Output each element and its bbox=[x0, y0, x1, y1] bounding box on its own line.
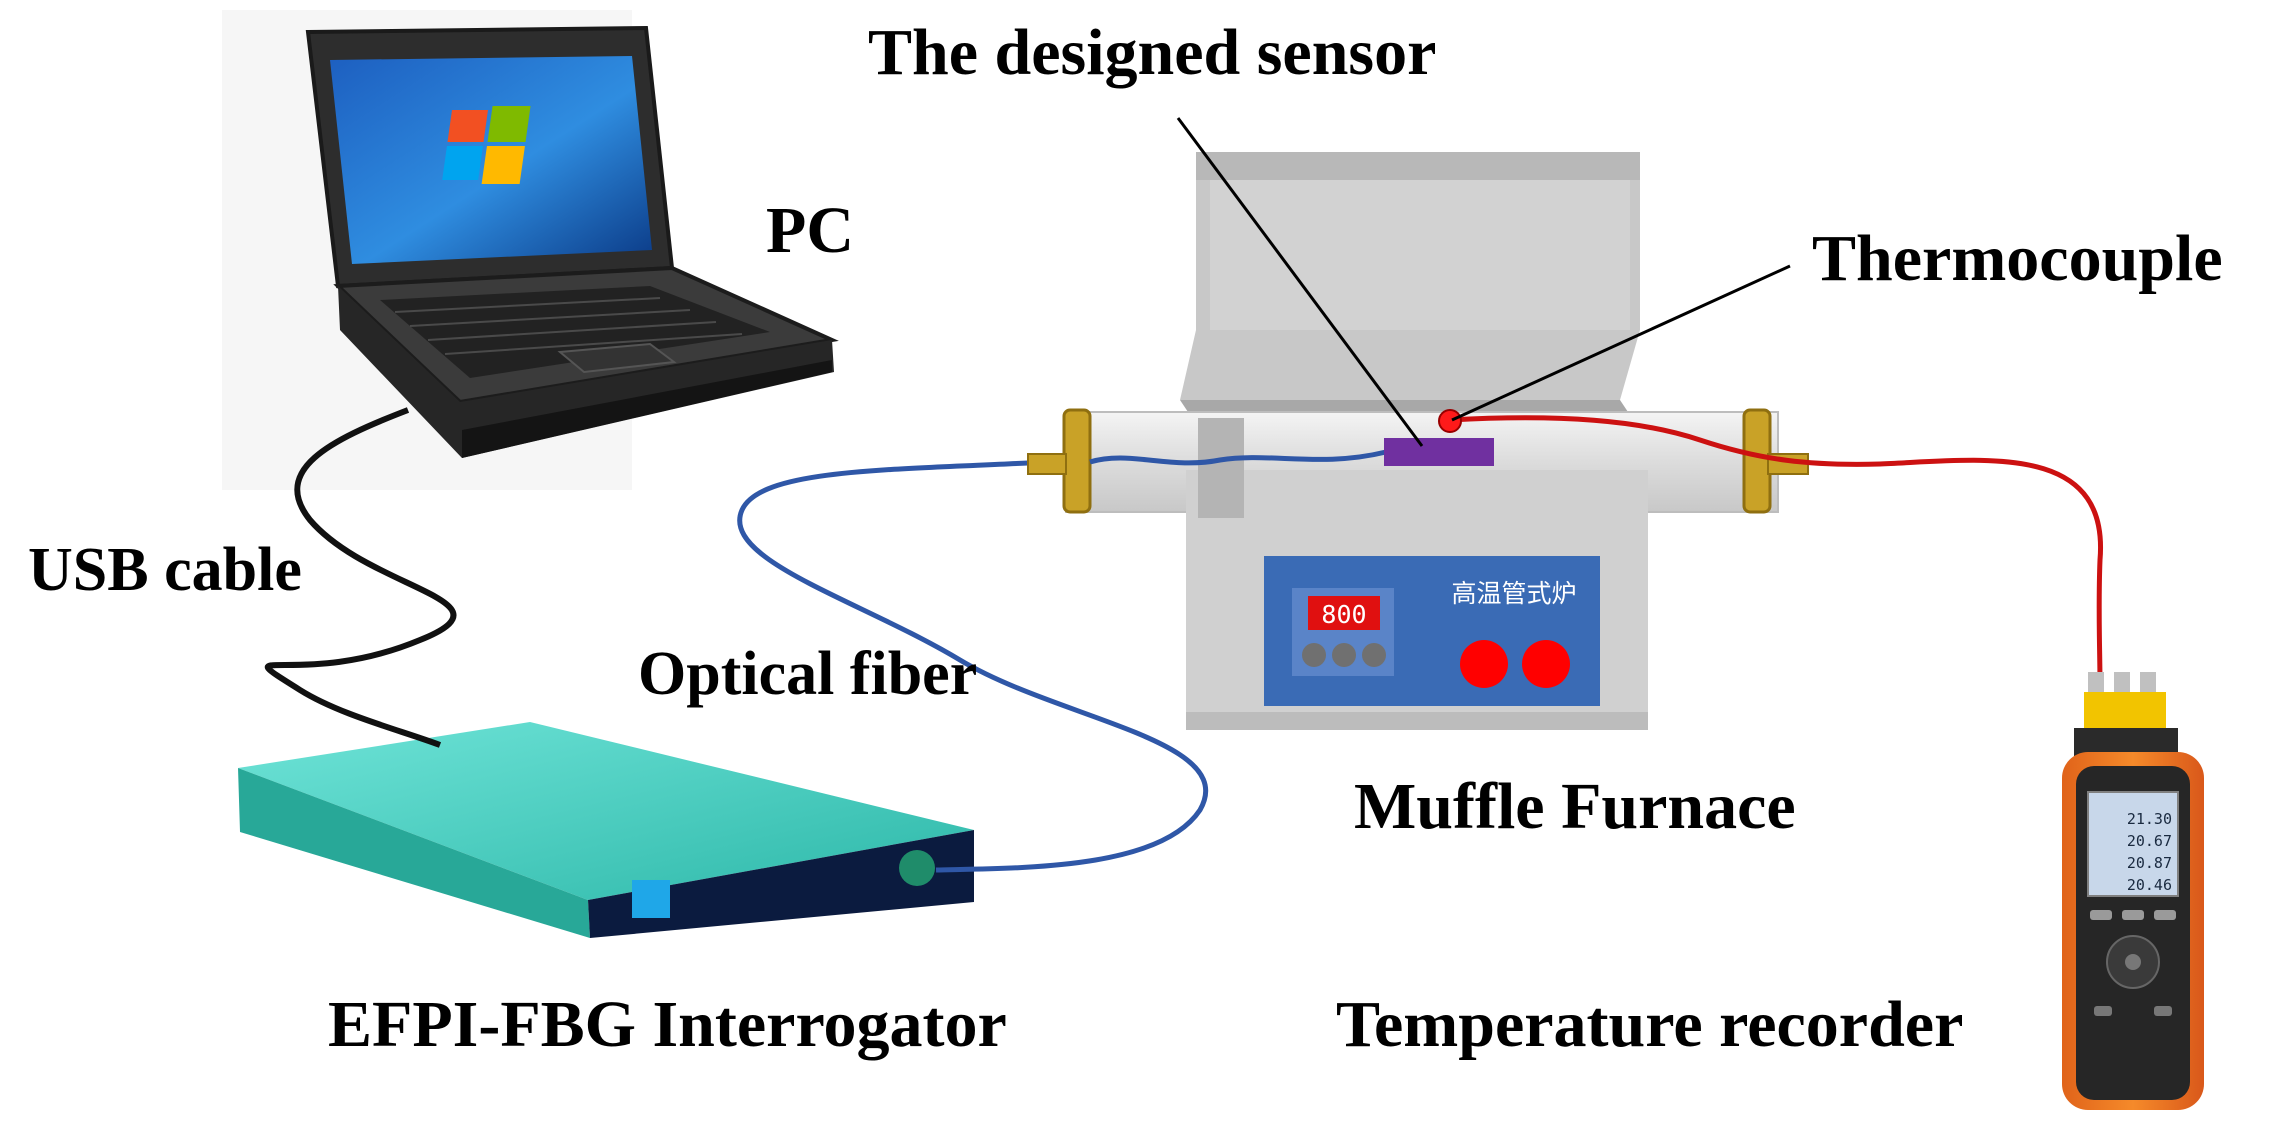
interrogator-device-icon bbox=[238, 722, 974, 938]
optical-fiber-inside-tube bbox=[1089, 449, 1387, 466]
label-temperature-recorder: Temperature recorder bbox=[1336, 988, 1963, 1061]
laptop-icon bbox=[222, 10, 839, 490]
label-pc: PC bbox=[766, 194, 854, 267]
furnace-knob-3 bbox=[1362, 643, 1386, 667]
furnace-knob-2 bbox=[1332, 643, 1356, 667]
usb-cable bbox=[264, 407, 457, 748]
recorder-reading-3: 20.87 bbox=[2127, 854, 2172, 872]
furnace-button-1 bbox=[1460, 640, 1508, 688]
sensor-leader-line bbox=[1176, 117, 1424, 447]
fiber-port-icon bbox=[899, 850, 935, 886]
recorder-button-3 bbox=[2154, 910, 2176, 920]
windows-logo-icon bbox=[442, 106, 531, 184]
thermocouple-leader-line bbox=[1451, 264, 1791, 422]
furnace-panel-text: 高温管式炉 bbox=[1451, 579, 1576, 608]
furnace-display-value: 800 bbox=[1321, 600, 1366, 629]
recorder-reading-2: 20.67 bbox=[2127, 832, 2172, 850]
recorder-button-1 bbox=[2090, 910, 2112, 920]
interrogator-front-panel bbox=[588, 830, 974, 938]
furnace-button-2 bbox=[1522, 640, 1570, 688]
label-usb-cable: USB cable bbox=[28, 536, 302, 604]
right-flange bbox=[1742, 408, 1772, 514]
thermocouple-wire bbox=[1449, 415, 2103, 686]
thermocouple-tip bbox=[1438, 409, 1462, 433]
temperature-recorder-icon: 21.30 20.67 20.87 20.46 bbox=[2062, 672, 2204, 1110]
furnace-display bbox=[1308, 596, 1380, 630]
label-interrogator: EFPI-FBG Interrogator bbox=[328, 988, 1007, 1061]
furnace-knob-1 bbox=[1302, 643, 1326, 667]
optical-fiber bbox=[737, 460, 1209, 873]
interrogator-indicator bbox=[632, 880, 670, 918]
left-flange bbox=[1062, 408, 1092, 514]
recorder-reading-4: 20.46 bbox=[2127, 876, 2172, 894]
recorder-button-2 bbox=[2122, 910, 2144, 920]
recorder-reading-1: 21.30 bbox=[2127, 810, 2172, 828]
label-optical-fiber: Optical fiber bbox=[638, 640, 977, 708]
recorder-screen bbox=[2087, 791, 2179, 897]
label-designed-sensor: The designed sensor bbox=[868, 16, 1436, 89]
designed-sensor bbox=[1384, 438, 1494, 466]
label-muffle-furnace: Muffle Furnace bbox=[1354, 770, 1796, 843]
tube-furnace-icon: 800 高温管式炉 bbox=[1027, 152, 1809, 730]
label-thermocouple: Thermocouple bbox=[1812, 222, 2223, 295]
